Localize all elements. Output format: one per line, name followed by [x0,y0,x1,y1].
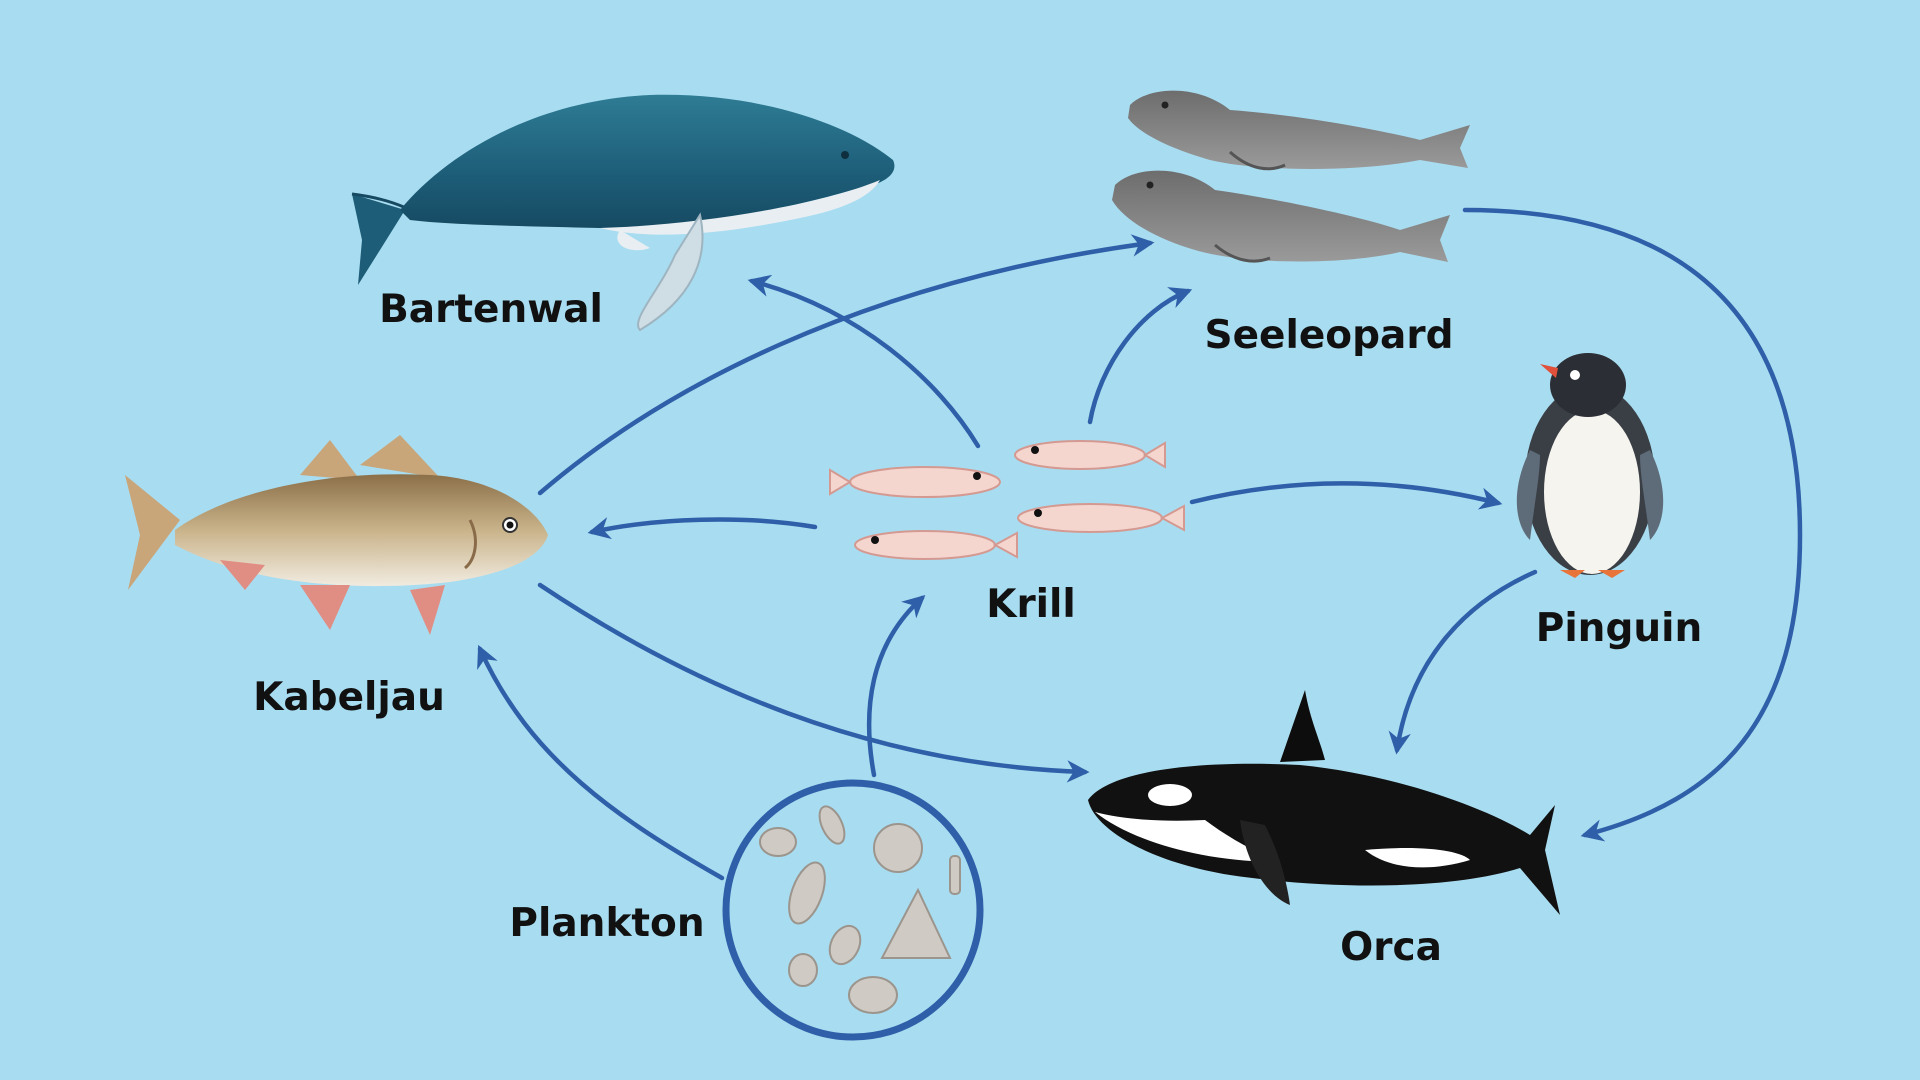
label-pinguin: Pinguin [1535,606,1703,651]
label-orca: Orca [1340,925,1442,970]
cod-fish-icon [125,435,548,635]
humpback-whale-icon [351,94,895,332]
leopard-seal-icon [1112,90,1470,263]
penguin-icon [1516,353,1664,578]
edge-kabeljau-orca [537,582,1090,783]
krill-icon [829,440,1185,560]
label-kabeljau: Kabeljau [253,675,445,720]
edge-plankton-kabeljau [477,644,725,881]
edge-krill-bartenwal [747,274,981,449]
label-krill: Krill [986,582,1076,627]
plankton-circle-icon [722,779,984,1041]
edges [477,207,1803,881]
label-plankton: Plankton [509,901,705,946]
label-bartenwal: Bartenwal [379,287,603,332]
edge-plankton-krill [866,594,926,778]
edge-pinguin-orca [1388,569,1538,755]
edge-krill-pinguin [1189,481,1503,510]
edge-krill-kabeljau [587,517,818,540]
edge-seeleopard-orca [1462,207,1803,842]
edge-krill-seeleopard [1087,287,1193,425]
edge-kabeljau-seeleopard [537,234,1155,496]
label-seeleopard: Seeleopard [1204,313,1454,358]
orca-icon [1088,690,1560,915]
